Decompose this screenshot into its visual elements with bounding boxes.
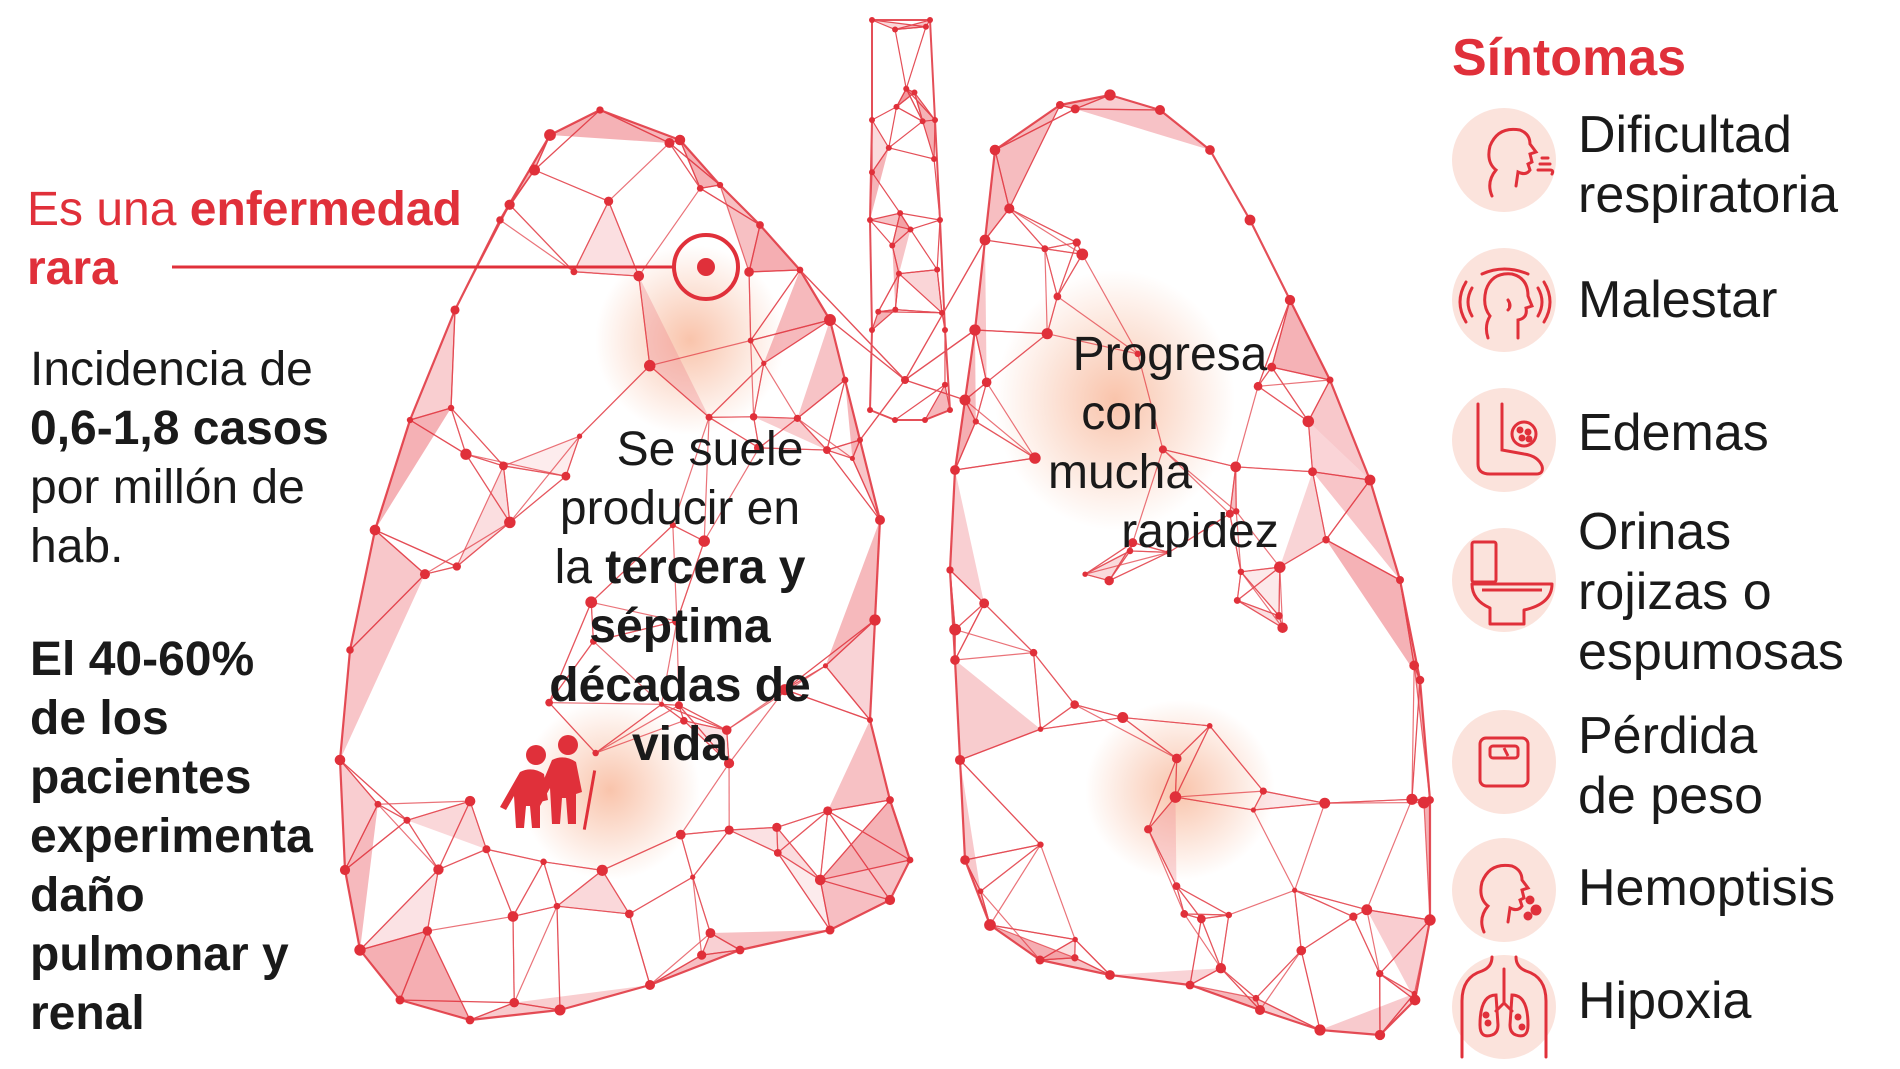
progress-line: mucha bbox=[1047, 446, 1193, 499]
decades-line: vida bbox=[631, 718, 729, 771]
symptom-label-line: Pérdida bbox=[1578, 707, 1758, 765]
damage-line: experimenta bbox=[30, 810, 313, 863]
damage-line: renal bbox=[30, 987, 145, 1040]
dizzy-face-icon bbox=[1452, 248, 1556, 352]
damage-line: pulmonar y bbox=[30, 928, 289, 981]
glow-spot bbox=[1085, 700, 1275, 880]
symptom-label-line: Malestar bbox=[1578, 271, 1778, 329]
symptom-label-line: rojizas o bbox=[1578, 563, 1772, 621]
damage-line: El 40-60% bbox=[30, 633, 255, 686]
rare-disease-text: Es una enfermedad rara bbox=[27, 180, 462, 298]
decades-line: producir en bbox=[559, 482, 801, 535]
swollen-foot-icon bbox=[1452, 388, 1556, 492]
breathing-face-icon bbox=[1452, 108, 1556, 212]
symptom-label: Pérdida de peso bbox=[1578, 706, 1763, 826]
symptom-label-line: Hipoxia bbox=[1578, 972, 1752, 1030]
decades-text: Se suele producir en la tercera y séptim… bbox=[510, 420, 850, 774]
symptom-label: Hemoptisis bbox=[1578, 858, 1835, 918]
decades-line: Se suele bbox=[616, 423, 804, 476]
symptoms-title: Síntomas bbox=[1452, 29, 1687, 87]
rare-highlight-dot bbox=[697, 258, 715, 276]
progress-line: Progresa bbox=[1072, 328, 1268, 381]
elderly-couple-icon bbox=[500, 735, 597, 830]
symptom-label: Orinas rojizas o espumosas bbox=[1578, 502, 1844, 682]
symptom-label: Malestar bbox=[1578, 270, 1777, 330]
progress-text: Progresa con mucha rapidez bbox=[980, 325, 1320, 561]
incidence-line-bold: 0,6-1,8 casos bbox=[30, 402, 329, 455]
symptom-label-line: Edemas bbox=[1578, 404, 1769, 462]
incidence-text: Incidencia de 0,6-1,8 casos por millón d… bbox=[30, 340, 329, 576]
decades-line-bold: tercera y bbox=[605, 541, 806, 594]
progress-line: con bbox=[1081, 387, 1159, 440]
rare-text-bold: enfermedad bbox=[189, 183, 462, 236]
symptom-label: Edemas bbox=[1578, 403, 1769, 463]
symptom-label-line: respiratoria bbox=[1578, 166, 1839, 224]
symptom-label-line: de peso bbox=[1578, 767, 1764, 825]
damage-line: daño bbox=[30, 869, 145, 922]
incidence-line: Incidencia de bbox=[30, 343, 313, 396]
lung-nodes bbox=[334, 17, 1436, 1041]
damage-line: pacientes bbox=[30, 751, 252, 804]
rare-text-line2: rara bbox=[27, 242, 118, 295]
symptom-label: Dificultad respiratoria bbox=[1578, 105, 1838, 225]
lung-edges bbox=[338, 19, 1432, 1037]
symptom-label-line: Orinas bbox=[1578, 503, 1732, 561]
toilet-icon bbox=[1452, 528, 1556, 632]
symptom-label-line: espumosas bbox=[1578, 623, 1844, 681]
decades-line-normal: la bbox=[554, 541, 606, 594]
damage-line: de los bbox=[30, 692, 169, 745]
lungs-body-icon bbox=[1452, 955, 1556, 1059]
glow-spot bbox=[595, 245, 785, 435]
scale-icon bbox=[1452, 710, 1556, 814]
symptom-label-line: Dificultad bbox=[1578, 106, 1792, 164]
decades-line: la tercera y bbox=[510, 538, 850, 597]
damage-text: El 40-60% de los pacientes experimenta d… bbox=[30, 630, 313, 1043]
progress-line: rapidez bbox=[1121, 505, 1279, 558]
rare-text-normal: Es una bbox=[27, 183, 190, 236]
symptom-label: Hipoxia bbox=[1578, 971, 1751, 1031]
decades-line: séptima bbox=[589, 600, 771, 653]
decades-line: décadas de bbox=[549, 659, 811, 712]
incidence-line: hab. bbox=[30, 520, 124, 573]
symptom-label-line: Hemoptisis bbox=[1578, 859, 1836, 917]
incidence-line: por millón de bbox=[30, 461, 305, 514]
coughing-blood-icon bbox=[1452, 838, 1556, 942]
